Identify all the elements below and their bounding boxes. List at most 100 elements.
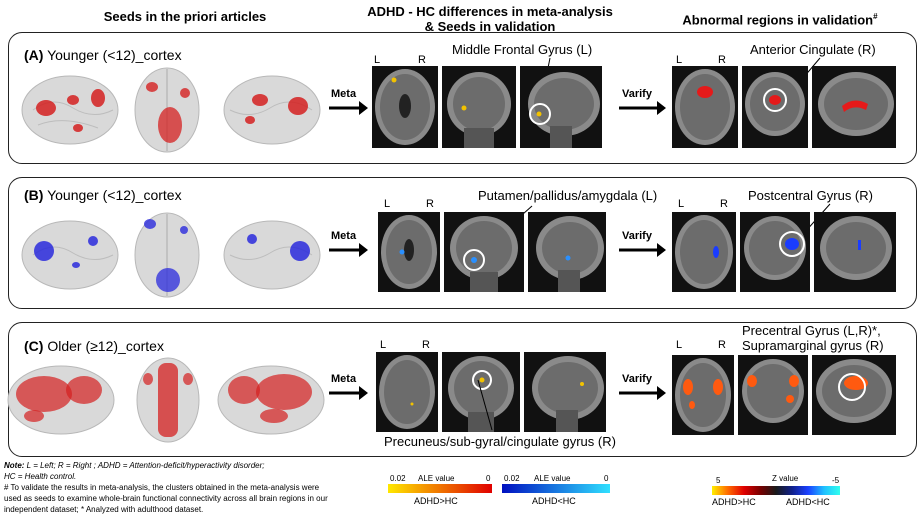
panel-a-meta-axial xyxy=(372,66,438,148)
seed-blob xyxy=(158,363,178,437)
panel-b-left-mark: L xyxy=(384,198,391,210)
panel-c-meta-region: Precuneus/sub-gyral/cingulate gyrus (R) xyxy=(384,434,616,449)
footnote-line1: Note: L = Left; R = Right ; ADHD = Atten… xyxy=(4,460,349,471)
panel-b-valid-coronal xyxy=(740,212,810,292)
panel-b-valid-region: Postcentral Gyrus (R) xyxy=(748,188,873,203)
panel-c-meta-label: Meta xyxy=(331,373,357,385)
panel-b-seed-brain-top xyxy=(134,212,200,298)
seed-blob xyxy=(143,373,153,385)
panel-b-right-mark: R xyxy=(426,198,434,210)
footnote: Note: L = Left; R = Right ; ADHD = Atten… xyxy=(4,460,349,515)
legend-hot-min: 0.02 xyxy=(390,474,406,483)
panel-c-verify-label: Varify xyxy=(622,373,652,385)
validation-activation xyxy=(789,375,799,387)
panel-a-meta-arrow xyxy=(329,101,368,115)
header-meta-line2: & Seeds in validation xyxy=(424,19,556,34)
activation-spot xyxy=(391,77,397,83)
panel-c-valid-axial xyxy=(672,355,734,435)
seed-blob xyxy=(72,262,80,268)
panel-a-valid-sagittal xyxy=(812,66,896,148)
validation-activation xyxy=(786,395,794,403)
legend-cold-min: 0.02 xyxy=(504,474,520,483)
validation-activation xyxy=(689,401,695,409)
legend-hot-title: ALE value xyxy=(418,474,455,483)
panel-a-right-mark-2: R xyxy=(718,54,726,66)
seed-blob xyxy=(245,116,255,124)
panel-b-meta-sagittal xyxy=(528,212,606,292)
seed-blob xyxy=(91,89,105,107)
panel-b-valid-sagittal xyxy=(814,212,896,292)
seed-blob xyxy=(24,410,44,422)
panel-b-label: (B) Younger (<12)_cortex xyxy=(24,187,182,203)
seed-blob xyxy=(144,219,156,229)
legend-hot-bar xyxy=(388,484,492,493)
panel-b-verify-arrow xyxy=(619,243,666,257)
footnote-line1-text: L = Left; R = Right ; ADHD = Attention-d… xyxy=(24,461,265,470)
footnote-line4: used as seeds to examine whole-brain fun… xyxy=(4,494,328,503)
validation-activation xyxy=(747,375,757,387)
legend-z-title: Z value xyxy=(772,474,799,483)
seed-blob xyxy=(256,374,312,410)
panel-a-seed-brain-top xyxy=(134,67,200,153)
seed-blob xyxy=(180,88,190,98)
panel-c-seed-brain-left xyxy=(7,365,115,435)
seed-blob xyxy=(183,373,193,385)
panel-c-meta-sagittal xyxy=(524,352,606,432)
header-validation-text: Abnormal regions in validation xyxy=(682,12,874,28)
validation-activation xyxy=(713,246,719,258)
activation-spot xyxy=(580,382,584,386)
seed-blob xyxy=(156,268,180,292)
panel-b-meta-label: Meta xyxy=(331,230,357,242)
panel-a-left-mark-2: L xyxy=(676,54,683,66)
panel-a-valid-axial xyxy=(672,66,738,148)
legend-cold-bar xyxy=(502,484,610,493)
panel-a-meta-region: Middle Frontal Gyrus (L) xyxy=(452,42,593,57)
seed-blob xyxy=(73,124,83,132)
validation-activation xyxy=(683,379,693,395)
panel-c-seed-brain-top xyxy=(136,357,200,443)
validation-activation xyxy=(713,379,723,395)
highlight-circle xyxy=(779,231,805,257)
panel-a-right-mark: R xyxy=(418,54,426,66)
panel-c-label: (C) Older (≥12)_cortex xyxy=(24,338,164,354)
validation-activation xyxy=(769,95,781,105)
panel-b-left-mark-2: L xyxy=(678,198,685,210)
panel-c-verify-arrow xyxy=(619,386,666,400)
activation-spot xyxy=(471,257,477,263)
validation-activation xyxy=(697,86,713,98)
legend-hot-caption: ADHD>HC xyxy=(414,496,458,506)
panel-b-verify-label: Varify xyxy=(622,230,652,242)
panel-b-seed-brain-right xyxy=(223,220,321,290)
legend-z-caption-left: ADHD>HC xyxy=(712,497,756,507)
panel-a-title: Younger (<12)_cortex xyxy=(47,47,182,63)
legend-cold-title: ALE value xyxy=(534,474,571,483)
panel-a-seed-brain-left xyxy=(21,75,119,145)
legend-cold-caption: ADHD<HC xyxy=(532,496,576,506)
panel-a-id: (A) xyxy=(24,47,44,63)
panel-c-right-mark: R xyxy=(422,339,430,351)
footnote-line5: independent dataset; * Analyzed with adu… xyxy=(4,505,204,514)
seed-blob xyxy=(288,97,308,115)
panel-c-left-mark-2: L xyxy=(676,339,683,351)
header-validation-sup: # xyxy=(873,12,878,21)
highlight-circle xyxy=(472,370,492,390)
seed-blob xyxy=(146,82,158,92)
validation-activation xyxy=(858,240,861,250)
panel-a-valid-region: Anterior Cingulate (R) xyxy=(750,42,876,57)
seed-blob xyxy=(34,241,54,261)
panel-c-meta-axial xyxy=(376,352,438,432)
legend-cold-max: 0 xyxy=(604,474,609,483)
legend-z-max: -5 xyxy=(832,476,840,485)
header-seeds: Seeds in the priori articles xyxy=(103,9,267,24)
footnote-note-prefix: Note: xyxy=(4,461,25,470)
activation-spot xyxy=(410,402,414,406)
panel-c-title: Older (≥12)_cortex xyxy=(47,338,164,354)
panel-a-label: (A) Younger (<12)_cortex xyxy=(24,47,182,63)
legend-hot-max: 0 xyxy=(486,474,491,483)
activation-spot xyxy=(565,255,571,261)
legend-z-caption-right: ADHD<HC xyxy=(786,497,830,507)
panel-c-meta-coronal xyxy=(442,352,520,432)
panel-b-meta-axial xyxy=(378,212,440,292)
validation-activation xyxy=(842,100,868,112)
panel-a-meta-coronal xyxy=(442,66,516,148)
